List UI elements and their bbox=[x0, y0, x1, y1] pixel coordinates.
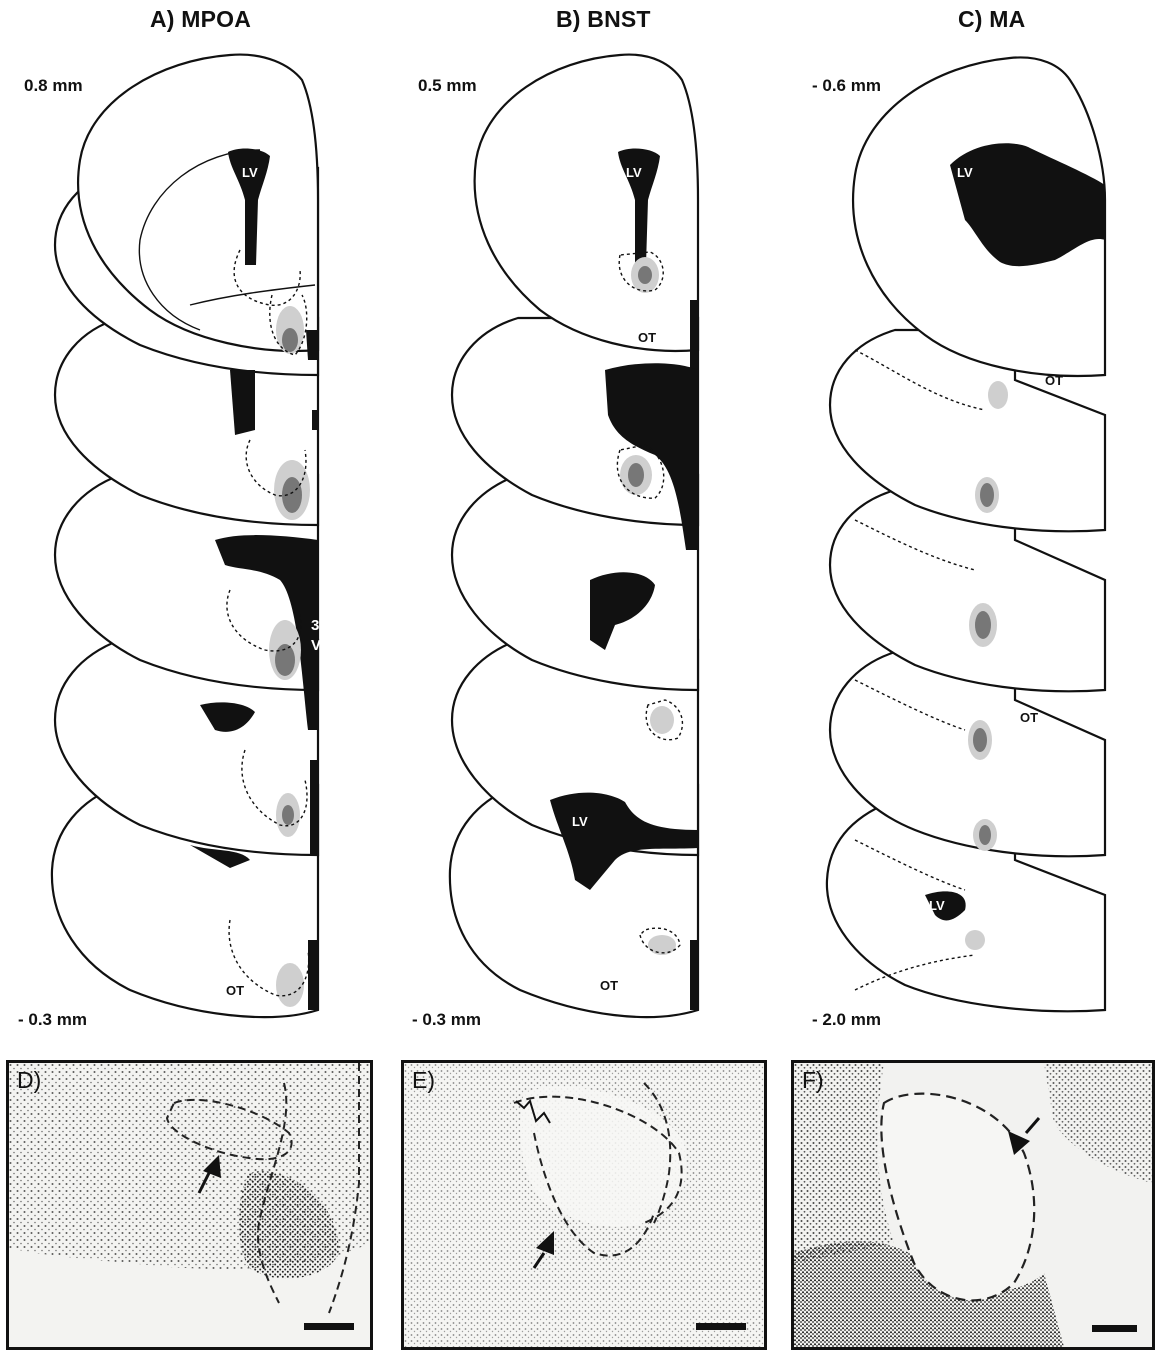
label-lv-c-bottom: LV bbox=[929, 898, 945, 913]
micrograph-e-image bbox=[404, 1063, 764, 1347]
panel-label-f: F) bbox=[802, 1067, 824, 1094]
panel-label-d: D) bbox=[17, 1067, 41, 1094]
label-lv-a: LV bbox=[242, 165, 258, 180]
micrograph-f-image bbox=[794, 1063, 1152, 1347]
micrograph-d-image bbox=[9, 1063, 370, 1347]
label-lv-b-bottom: LV bbox=[572, 814, 588, 829]
label-lv-b-top: LV bbox=[626, 165, 642, 180]
label-3v-bottom: V bbox=[311, 637, 321, 654]
micrograph-e: E) bbox=[401, 1060, 767, 1350]
atlas-sections-bnst: LV LV OT OT bbox=[440, 40, 710, 1030]
label-lv-c-top: LV bbox=[957, 165, 973, 180]
column-title-bnst: B) BNST bbox=[556, 6, 651, 33]
atlas-sections-mpoa: LV 3 V OT bbox=[40, 40, 340, 1030]
atlas-sections-ma: LV LV OT OT bbox=[815, 40, 1115, 1030]
label-ot-b-bottom: OT bbox=[600, 978, 618, 993]
micrograph-f: F) bbox=[791, 1060, 1155, 1350]
column-title-mpoa: A) MPOA bbox=[150, 6, 251, 33]
label-ot-c-top: OT bbox=[1045, 373, 1063, 388]
label-ot-a: OT bbox=[226, 983, 244, 998]
label-ot-c-bottom: OT bbox=[1020, 710, 1038, 725]
label-ot-b-top: OT bbox=[638, 330, 656, 345]
column-title-ma: C) MA bbox=[958, 6, 1025, 33]
micrograph-d: D) bbox=[6, 1060, 373, 1350]
panel-label-e: E) bbox=[412, 1067, 435, 1094]
label-3v-top: 3 bbox=[311, 617, 319, 634]
